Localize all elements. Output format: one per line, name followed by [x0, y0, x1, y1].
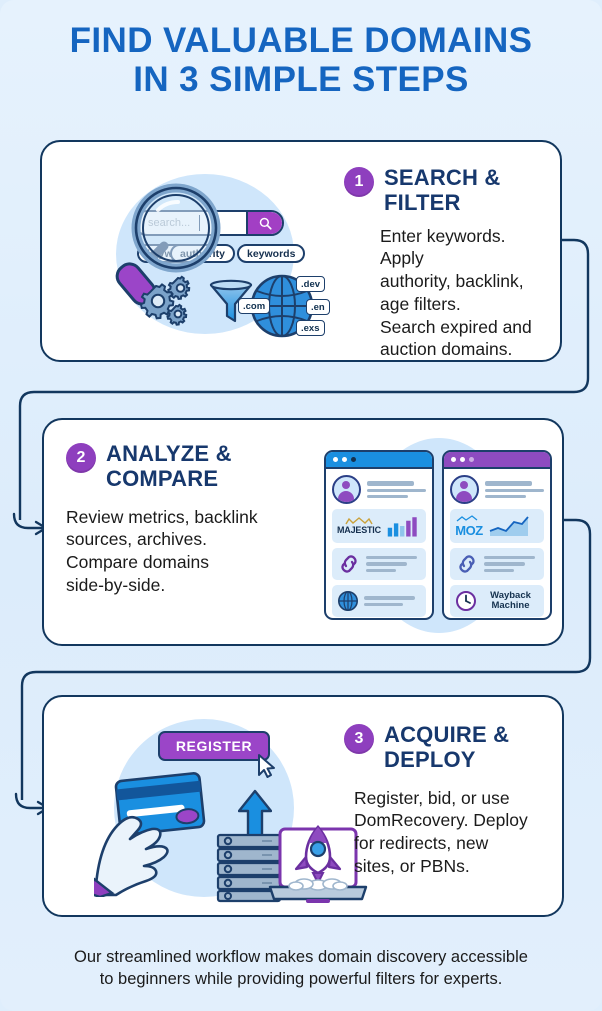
- window-dot: [460, 457, 465, 462]
- tld-label-exs: .exs: [296, 320, 325, 336]
- window-dot: [333, 457, 338, 462]
- line: [484, 562, 526, 566]
- browser-titlebar: [444, 452, 550, 469]
- browser-window-moz[interactable]: MOZ: [442, 450, 552, 620]
- step-3-body: Register, bid, or use DomRecovery. Deplo…: [354, 787, 528, 876]
- chip-keywords[interactable]: keywords: [237, 244, 306, 263]
- line: [366, 562, 408, 566]
- majestic-metrics-panel: MAJESTIC: [332, 509, 426, 543]
- window-dot: [451, 457, 456, 462]
- line: [485, 495, 527, 499]
- step-1-number-badge: 1: [344, 167, 374, 197]
- step-card-3: REGISTER: [42, 695, 564, 917]
- step-1-text: 1 SEARCH & FILTER Enter keywords. Apply …: [344, 165, 552, 361]
- profile-row: [450, 475, 544, 504]
- step-1-title: SEARCH & FILTER: [384, 165, 501, 215]
- majestic-crown-icon: [345, 517, 373, 525]
- backlinks-panel: [332, 548, 426, 580]
- clock-icon: [456, 591, 476, 611]
- line: [484, 555, 535, 560]
- profile-row: [332, 475, 426, 504]
- hand-icon: [94, 815, 169, 897]
- funnel-icon: [209, 279, 253, 323]
- step-1-illustration: search... keyword authority keywords: [94, 152, 334, 352]
- register-button[interactable]: REGISTER: [158, 731, 270, 761]
- page-title: FIND VALUABLE DOMAINS IN 3 SIMPLE STEPS: [0, 21, 602, 99]
- hand-with-credit-card: [94, 772, 206, 897]
- title-line-2: IN 3 SIMPLE STEPS: [133, 59, 469, 99]
- avatar-icon: [332, 475, 361, 504]
- search-button[interactable]: [246, 212, 282, 234]
- step-card-1: search... keyword authority keywords: [40, 140, 562, 362]
- wayback-machine-label: Wayback Machine: [490, 589, 531, 611]
- brand-label-majestic: MAJESTIC: [337, 525, 381, 535]
- line: [367, 480, 415, 486]
- rocket-icon: [294, 825, 342, 886]
- line: [367, 495, 409, 499]
- step-card-2: 2 ANALYZE & COMPARE Review metrics, back…: [42, 418, 564, 646]
- gears-icon: [139, 275, 191, 326]
- step-3-illustration: REGISTER: [88, 705, 368, 911]
- window-dot: [342, 457, 347, 462]
- chain-link-icon: [341, 555, 357, 573]
- laptop-with-rocket: [268, 825, 368, 903]
- line: [366, 555, 417, 560]
- step-2-body: Review metrics, backlink sources, archiv…: [66, 506, 258, 595]
- domain-panel: [332, 585, 426, 617]
- chain-link-icon: [459, 555, 475, 573]
- line-chart-icon: [489, 516, 529, 536]
- browser-window-majestic[interactable]: MAJESTIC: [324, 450, 434, 620]
- text-lines: [366, 555, 421, 573]
- line: [485, 488, 544, 492]
- wayback-panel: Wayback Machine: [450, 585, 544, 617]
- step-2-heading-row: 2 ANALYZE & COMPARE: [66, 441, 316, 492]
- browser-titlebar: [326, 452, 432, 469]
- globe-with-tlds: .dev .com .en .exs: [238, 270, 336, 338]
- step-2-text: 2 ANALYZE & COMPARE Review metrics, back…: [66, 441, 316, 597]
- step-2-illustration: MAJESTIC: [306, 428, 556, 640]
- mouse-cursor-icon: [258, 754, 275, 778]
- step-3-text: 3 ACQUIRE & DEPLOY Register, bid, or use…: [344, 722, 556, 878]
- bar-chart-icon: [387, 517, 417, 537]
- window-dot: [469, 457, 474, 462]
- text-lines: [484, 555, 539, 573]
- tld-label-en: .en: [306, 299, 330, 315]
- text-lines: [485, 480, 544, 499]
- line: [366, 568, 397, 573]
- step-2-number-badge: 2: [66, 443, 96, 473]
- exhaust-smoke: [288, 878, 348, 891]
- tld-label-dev: .dev: [296, 276, 326, 292]
- brand-label-moz: MOZ: [455, 522, 483, 538]
- step-3-title: ACQUIRE & DEPLOY: [384, 722, 510, 772]
- line: [367, 488, 426, 492]
- tld-label-com: .com: [238, 298, 271, 314]
- moz-swoosh-icon: [456, 514, 478, 522]
- magnifying-glass-icon: [115, 183, 221, 306]
- step-3-number-badge: 3: [344, 724, 374, 754]
- backlinks-panel: [450, 548, 544, 580]
- line: [485, 480, 533, 486]
- text-lines: [364, 596, 421, 606]
- step-2-title: ANALYZE & COMPARE: [106, 441, 232, 491]
- footer-text: Our streamlined workflow makes domain di…: [74, 948, 528, 989]
- moz-metrics-panel: MOZ: [450, 509, 544, 543]
- search-icon: [259, 217, 272, 230]
- step-3-heading-row: 3 ACQUIRE & DEPLOY: [344, 722, 556, 773]
- line: [484, 568, 515, 573]
- step-1-heading-row: 1 SEARCH & FILTER: [344, 165, 552, 216]
- text-lines: [367, 480, 426, 499]
- title-line-1: FIND VALUABLE DOMAINS: [69, 21, 533, 60]
- step-1-body: Enter keywords. Apply authority, backlin…: [380, 225, 532, 360]
- line: [364, 596, 416, 600]
- window-dot: [351, 457, 356, 462]
- globe-icon: [338, 591, 358, 611]
- avatar-icon: [450, 475, 479, 504]
- line: [364, 602, 403, 606]
